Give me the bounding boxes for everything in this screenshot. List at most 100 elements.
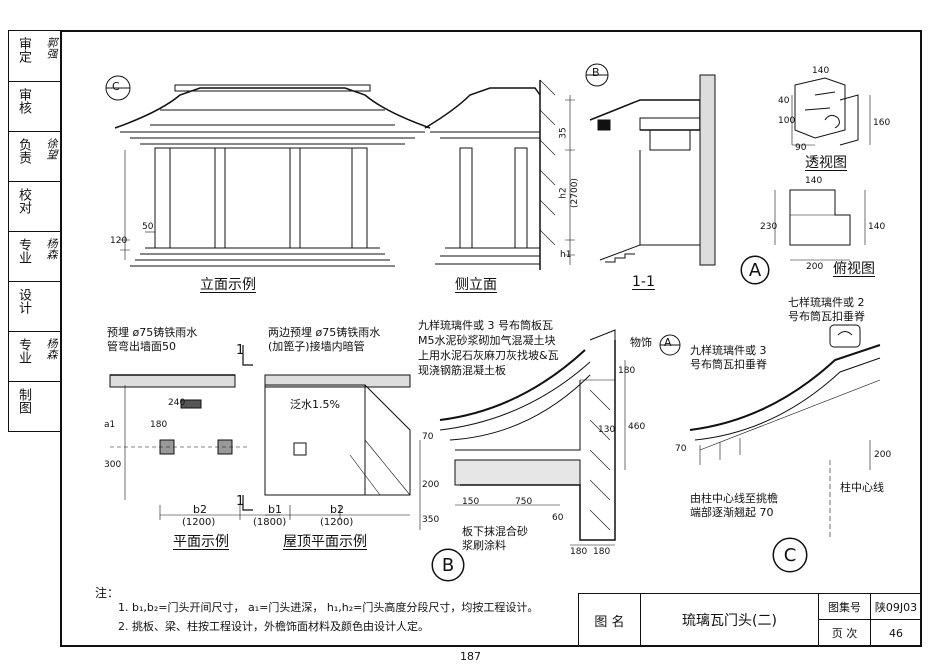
sidebar-row: 专业 杨森 [9,331,60,381]
dim-300: 300 [104,460,122,470]
set-value: 陕09J03 [871,594,921,620]
dim-130: 130 [598,425,616,435]
caption-section: 1-1 [632,274,655,290]
caption-perspective: 透视图 [805,155,847,171]
label-c-note: 由柱中心线至挑檐 端部逐渐翘起 70 [690,492,778,519]
label-b-corbel: 物饰 [630,336,652,349]
dim-460: 460 [628,422,646,432]
dim-200: 200 [806,262,824,272]
dim-50: 50 [142,222,154,232]
label-pipe-left: 预埋 ø75铸铁雨水 管弯出墙面50 [107,326,198,353]
marker-b-top: B [592,66,600,79]
sidebar-label: 制图 [16,388,31,414]
caption-side-elevation: 侧立面 [455,277,497,293]
dim-200-c: 200 [874,450,892,460]
label-b-bottom-finish: 板下抹混合砂 浆刷涂料 [462,525,528,552]
side-elevation-drawing [424,79,556,270]
dim-2700: (2700) [570,178,580,208]
page-number: 187 [460,650,481,663]
marker-c-circle: C [773,538,807,572]
sidebar-label: 专业 [16,338,31,364]
label-b-roof-layers: 九样琉璃件或 3 号布筒板瓦 M5水泥砂浆砌加气混凝土块 上用水泥石灰麻刀灰找坡… [418,319,559,377]
dim-h1: h1 [560,250,572,260]
title-block: 图 名 琉璃瓦门头(二) 图集号 陕09J03 页 次 46 [578,593,922,647]
dim-a1: a1 [104,420,116,430]
dim-750: 750 [515,497,533,507]
sidebar-row: 负责 徐望 [9,131,60,181]
drawing-title: 琉璃瓦门头(二) [641,594,819,646]
detail-c-drawing [689,324,881,573]
dim-180-plan: 180 [150,420,168,430]
label-c-ridge: 九样琉璃件或 3 号布筒瓦扣垂脊 [690,344,767,371]
sidebar-signature: 郭强 [45,37,58,59]
sidebar-label: 校对 [16,188,31,214]
dim-1800: (1800) [253,517,287,528]
dim-b1: b1 [268,503,282,516]
sidebar-row: 专业 杨森 [9,231,60,281]
sidebar-signature: 杨森 [45,238,58,260]
dim-60: 60 [552,513,564,523]
label-c-center-line: 柱中心线 [840,481,884,494]
sidebar-row: 审核 [9,81,60,131]
sidebar-row: 校对 [9,181,60,231]
dim-35: 35 [558,127,569,139]
front-elevation-drawing [105,75,431,267]
marker-a-circle: A [741,256,769,284]
sidebar-label: 负责 [16,138,31,164]
sidebar-row: 设计 [9,281,60,331]
dim-200-b: 200 [422,480,440,490]
note-2: 2. 挑板、梁、柱按工程设计，外檐饰面材料及颜色由设计人定。 [118,620,429,633]
notes-heading: 注： [95,586,120,600]
label-slope: 泛水1.5% [290,398,340,411]
dim-230: 230 [760,222,778,232]
dim-350: 350 [422,515,440,525]
marker-c-top: C [112,80,120,93]
dim-240: 240 [168,398,186,408]
dim-180-b2: 180 [593,547,611,557]
dim-180-b3: 180 [618,366,636,376]
sidebar-label: 设计 [16,288,31,314]
caption-elevation: 立面示例 [200,277,256,293]
page-label: 页 次 [819,620,871,646]
detail-a-top-view-drawing [740,189,866,285]
set-label: 图集号 [819,594,871,620]
sidebar-label: 审核 [16,88,31,114]
detail-b-section-drawing [419,329,681,582]
sidebar-signature: 徐望 [45,138,58,160]
dim-b2-roof: b2 [330,503,344,516]
sidebar-label: 审定 [16,37,31,63]
dim-70-b: 70 [422,432,434,442]
dim-160: 160 [873,118,891,128]
title-name-label: 图 名 [579,594,641,646]
dim-h2: h2 [558,187,569,199]
dim-1200-roof: (1200) [320,517,354,528]
dim-90: 90 [795,143,807,153]
sidebar-label: 专业 [16,238,31,264]
section-1-1-drawing [565,63,716,266]
dim-b2-plan: b2 [193,503,207,516]
section-mark-1-bottom: 1 [236,494,245,509]
caption-top-view: 俯视图 [833,261,875,277]
roof-plan-drawing [242,345,411,520]
sidebar-row: 制图 [9,381,60,433]
plan-drawing [109,374,280,520]
marker-b-circle: B [432,549,464,581]
label-c-top-ridge: 七样琉璃件或 2 号布筒瓦扣垂脊 [788,296,865,323]
page-value: 46 [889,626,903,640]
note-1: 1. b₁,b₂=门头开间尺寸， a₁=门头进深， h₁,h₂=门头高度分段尺寸… [118,601,539,614]
dim-150: 150 [462,497,480,507]
dim-1200-plan: (1200) [182,517,216,528]
marker-a-inline: A [664,336,672,349]
drawing-frame [60,30,922,647]
dim-40: 40 [778,96,790,106]
sidebar-signature: 杨森 [45,338,58,360]
dim-70-c: 70 [675,444,687,454]
dim-120: 120 [110,236,128,246]
signature-sidebar: 审定 郭强 审核 负责 徐望 校对 专业 杨森 设计 专业 杨森 制图 [8,30,60,432]
dim-140-right: 140 [868,222,886,232]
section-mark-1-top: 1 [236,343,245,358]
detail-a-perspective-drawing [791,77,871,146]
label-pipe-right: 两边预埋 ø75铸铁雨水 (加篦子)接墙内暗管 [268,326,381,353]
dim-180-b1: 180 [570,547,588,557]
